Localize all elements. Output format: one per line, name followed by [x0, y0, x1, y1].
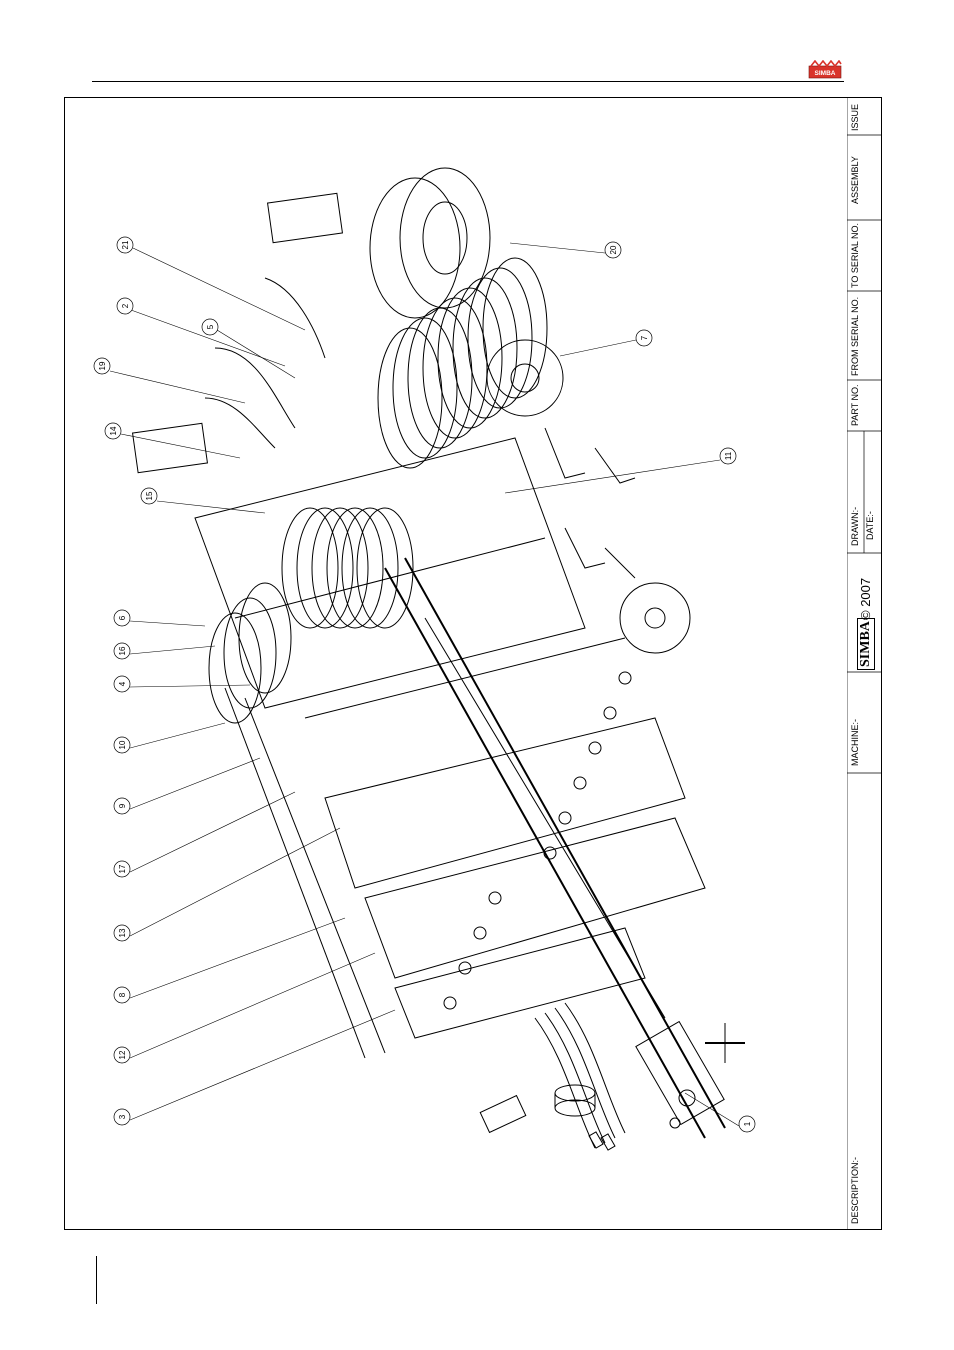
callout-11: 11 [724, 451, 733, 460]
copyright-text: © 2007 [858, 578, 873, 620]
simba-logo: SIMBA [808, 60, 842, 79]
callout-16: 16 [118, 646, 127, 655]
callout-2: 2 [121, 303, 130, 308]
callout-21: 21 [121, 240, 130, 249]
callout-5: 5 [206, 324, 215, 329]
callout-7: 7 [640, 335, 649, 340]
callout-17: 17 [118, 864, 127, 873]
header-rule [92, 81, 844, 82]
from-serial-label: FROM SERIAL NO. [850, 297, 860, 376]
company-logo-text: SIMBA [857, 618, 875, 670]
callout-15: 15 [145, 491, 154, 500]
machine-label: MACHINE:- [850, 719, 860, 766]
callout-9: 9 [118, 803, 127, 808]
callout-balloons: 21 2 5 19 14 15 6 16 4 10 9 17 13 8 12 3… [94, 237, 755, 1132]
exploded-assembly-drawing: 21 2 5 19 14 15 6 16 4 10 9 17 13 8 12 3… [65, 98, 848, 1229]
callout-12: 12 [118, 1050, 127, 1059]
callout-6: 6 [118, 615, 127, 620]
callout-19: 19 [98, 361, 107, 370]
issue-label: ISSUE [850, 104, 860, 131]
assembly-label: ASSEMBLY [850, 156, 860, 204]
callout-13: 13 [118, 928, 127, 937]
footer-rule [96, 1256, 97, 1304]
description-label: DESCRIPTION:- [850, 1157, 860, 1224]
callout-1: 1 [743, 1121, 752, 1126]
callout-8: 8 [118, 992, 127, 997]
callout-14: 14 [109, 426, 118, 435]
callout-20: 20 [609, 245, 618, 254]
callout-10: 10 [118, 740, 127, 749]
drawn-label: DRAWN:- [850, 507, 860, 546]
date-label: DATE:- [865, 511, 875, 540]
callout-4: 4 [118, 681, 127, 686]
to-serial-label: TO SERIAL NO. [850, 223, 860, 288]
callout-3: 3 [118, 1114, 127, 1119]
part-no-label: PART NO. [850, 384, 860, 426]
logo-text: SIMBA [815, 70, 836, 77]
drawing-frame: 21 2 5 19 14 15 6 16 4 10 9 17 13 8 12 3… [64, 97, 882, 1230]
